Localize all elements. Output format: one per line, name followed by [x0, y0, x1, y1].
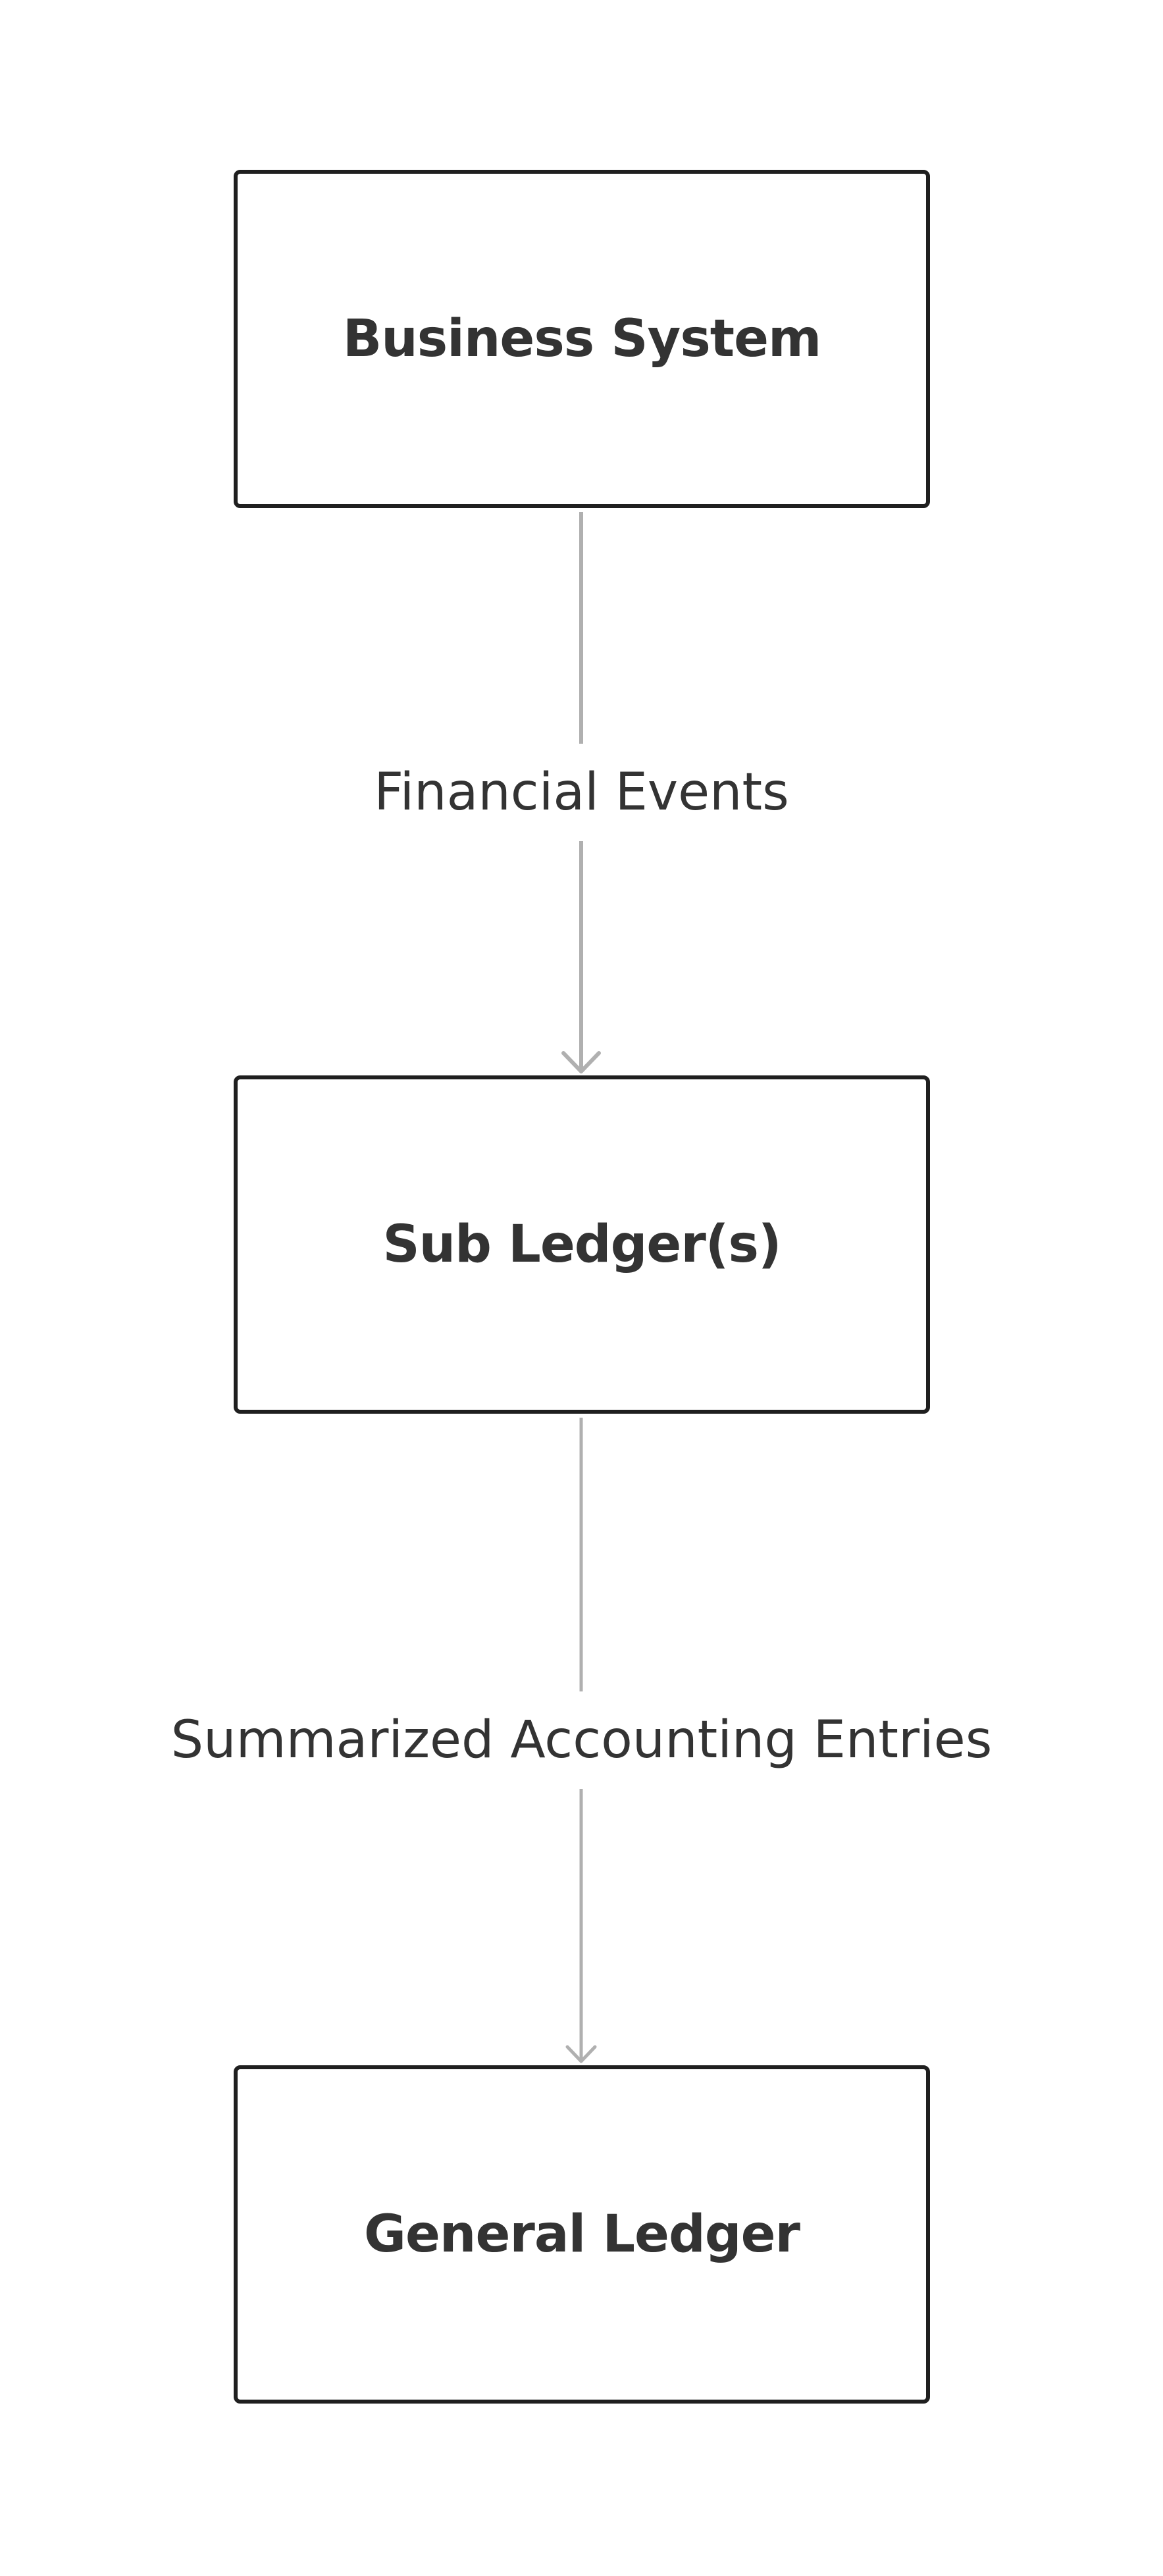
node-label: Business System	[342, 309, 821, 369]
edge-label-financial-events: Financial Events	[374, 763, 789, 822]
arrowhead-financial-events	[561, 1051, 601, 1073]
node-sub-ledgers: Sub Ledger(s)	[234, 1075, 930, 1414]
node-general-ledger: General Ledger	[234, 2065, 930, 2404]
edge-label-summarized-accounting-entries: Summarized Accounting Entries	[170, 1711, 993, 1770]
arrowhead-summarized-entries	[565, 2045, 597, 2063]
node-label: General Ledger	[364, 2205, 800, 2264]
node-label: Sub Ledger(s)	[382, 1215, 781, 1274]
node-business-system: Business System	[234, 170, 930, 508]
